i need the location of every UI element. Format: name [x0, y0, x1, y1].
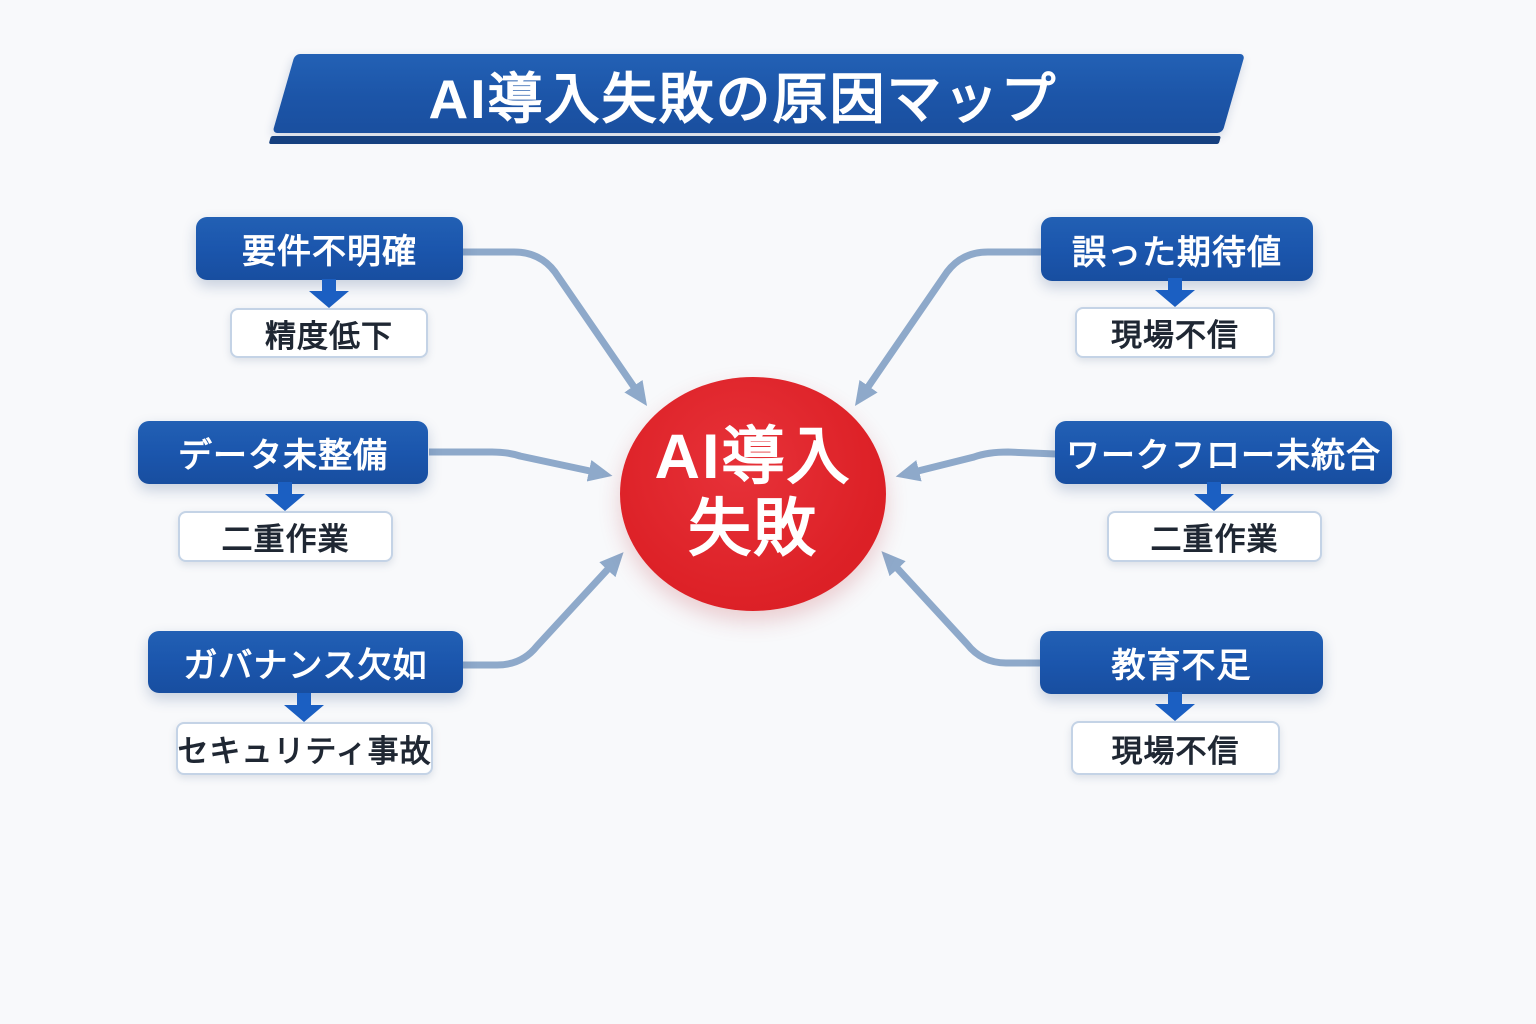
center-node-label-line2: 失敗 [688, 494, 818, 564]
effect-label: 精度低下 [265, 318, 393, 354]
down-arrow-icon [1155, 278, 1195, 307]
cause-box-wrong-expectations: 誤った期待値 [1041, 217, 1313, 281]
center-node-label-line1: AI導入 [654, 422, 852, 493]
title-banner-shadow-strip [268, 136, 1221, 144]
cause-box-training-insufficient: 教育不足 [1040, 631, 1323, 694]
cause-label: 教育不足 [1111, 647, 1252, 685]
cause-box-data-unprepared: データ未整備 [138, 421, 428, 484]
effect-box-field-distrust-bottom: 現場不信 [1071, 721, 1280, 775]
effect-box-duplicate-work-left: 二重作業 [178, 511, 393, 562]
cause-label: 誤った期待値 [1072, 233, 1282, 272]
down-arrow-icon [309, 279, 349, 308]
flow-arrow-bottom-right [881, 551, 1041, 667]
title-banner: AI導入失敗の原因マップ [272, 54, 1245, 133]
effect-label: 二重作業 [1150, 522, 1279, 557]
effect-box-security-incident: セキュリティ事故 [176, 722, 433, 775]
cause-box-workflow-not-integrated: ワークフロー未統合 [1055, 421, 1392, 484]
effect-label: セキュリティ事故 [177, 734, 432, 769]
flow-arrow-top-left [463, 248, 648, 406]
effect-box-duplicate-work-right: 二重作業 [1107, 511, 1322, 562]
cause-box-governance-lacking: ガバナンス欠如 [148, 631, 463, 693]
effect-label: 現場不信 [1111, 318, 1239, 353]
flow-arrow-middle-right [895, 448, 1057, 482]
cause-label: 要件不明確 [242, 233, 417, 271]
down-arrow-icon [1194, 482, 1234, 511]
flow-arrow-top-right [854, 248, 1042, 406]
effect-label: 現場不信 [1111, 733, 1240, 769]
cause-label: ワークフロー未統合 [1066, 437, 1381, 475]
flow-arrow-bottom-left [461, 552, 624, 669]
title-banner-inner: AI導入失敗の原因マップ [295, 54, 1245, 133]
flow-arrow-middle-left [429, 448, 613, 482]
center-node-ai-failure: AI導入 失敗 [620, 377, 886, 611]
page-title: AI導入失敗の原因マップ [428, 67, 1058, 130]
cause-label: データ未整備 [178, 437, 388, 475]
down-arrow-icon [284, 693, 324, 722]
effect-box-accuracy-drop: 精度低下 [230, 308, 428, 358]
down-arrow-icon [265, 482, 305, 511]
effect-label: 二重作業 [221, 522, 350, 557]
down-arrow-icon [1155, 692, 1195, 721]
cause-label: ガバナンス欠如 [183, 646, 428, 685]
cause-box-requirements-unclear: 要件不明確 [196, 217, 463, 280]
effect-box-field-distrust-top: 現場不信 [1075, 307, 1275, 358]
